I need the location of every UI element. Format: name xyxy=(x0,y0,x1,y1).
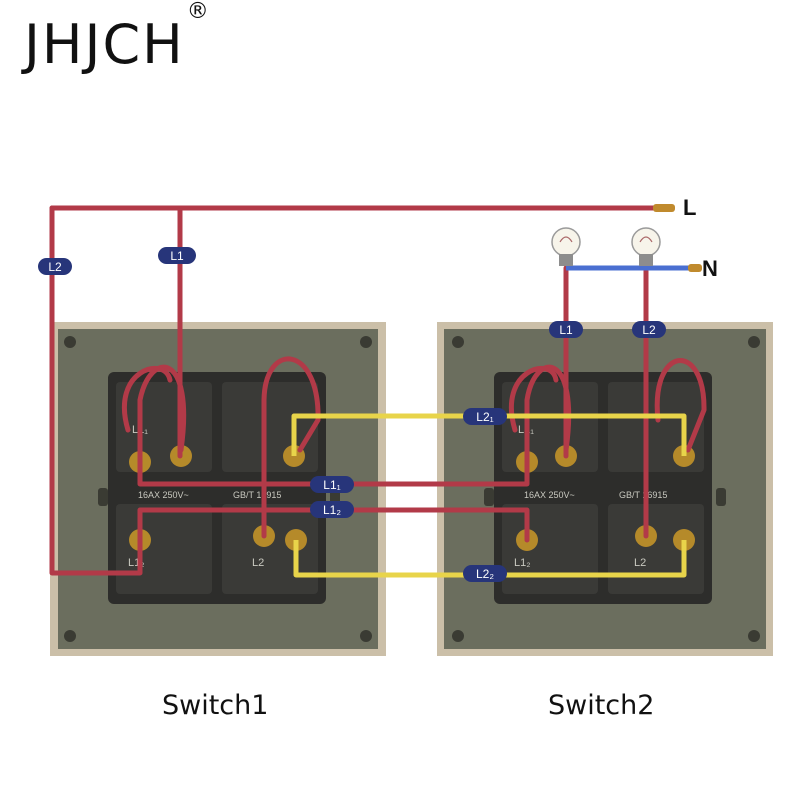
switch1-standard: GB/T 16915 xyxy=(233,490,281,500)
screw-hole xyxy=(64,336,76,348)
switch1-caption: Switch1 xyxy=(162,690,269,721)
screw-hole xyxy=(360,336,372,348)
switch2-cell xyxy=(608,504,704,594)
tag-lamp1: L1 xyxy=(549,321,583,338)
switch2-rating: 16AX 250V~ xyxy=(524,490,575,500)
screw-hole xyxy=(452,630,464,642)
switch2-label-l2: L2 xyxy=(634,557,646,569)
screw-hole xyxy=(452,336,464,348)
svg-text:L2₁: L2₁ xyxy=(476,410,493,424)
jumper-loop-switch1-b xyxy=(121,365,173,433)
tag-l1-feed: L1 xyxy=(158,247,196,264)
lamp2-icon xyxy=(631,227,661,266)
svg-text:L1₂: L1₂ xyxy=(323,503,341,517)
svg-text:L1₁: L1₁ xyxy=(323,478,340,492)
switch2-label-l12: L1₂ xyxy=(514,557,531,569)
svg-text:L2₂: L2₂ xyxy=(476,567,494,581)
wire-l2-feed xyxy=(49,205,143,576)
brand-logo: JHJCH® xyxy=(24,1,211,72)
lamp1-icon xyxy=(551,227,581,266)
mount-slot xyxy=(98,488,108,506)
tag-l11: L1₁ xyxy=(310,476,354,493)
neutral-terminal-label: N xyxy=(702,256,718,281)
jumper-loop-switch2-b xyxy=(508,365,559,433)
screw-hole xyxy=(748,336,760,348)
tag-l21: L2₁ xyxy=(463,408,507,425)
tag-lamp2: L2 xyxy=(632,321,666,338)
svg-text:L2: L2 xyxy=(48,260,62,274)
jumper-loop-switch2-c xyxy=(654,358,707,453)
tag-l22: L2₂ xyxy=(463,565,507,582)
switch2-standard: GB/T 16915 xyxy=(619,490,667,500)
tag-l12: L1₂ xyxy=(310,501,354,518)
line-terminal-label: L xyxy=(683,195,696,220)
svg-text:L2: L2 xyxy=(642,323,656,337)
jumper-loop-switch1-a xyxy=(137,364,187,465)
registered-mark: ® xyxy=(186,0,211,24)
switch2-plate: L1₁ 16AX 250V~ GB/T 16915 L1₂ L2 xyxy=(437,322,773,656)
screw-hole xyxy=(748,630,760,642)
line-wire-end xyxy=(653,204,675,212)
screw-hole xyxy=(64,630,76,642)
switch1-rating: 16AX 250V~ xyxy=(138,490,189,500)
jumper-loop-switch1-c xyxy=(261,356,321,539)
switch1-label-l2: L2 xyxy=(252,557,264,569)
brand-name: JHJCH xyxy=(24,13,185,76)
mount-slot xyxy=(484,488,494,506)
switch2-caption: Switch2 xyxy=(548,690,655,721)
mount-slot xyxy=(716,488,726,506)
switch2-cell xyxy=(502,504,598,594)
switch1-cell xyxy=(116,504,212,594)
switch1-cell xyxy=(222,504,318,594)
screw-hole xyxy=(360,630,372,642)
svg-text:L1: L1 xyxy=(559,323,573,337)
svg-text:L1: L1 xyxy=(170,249,184,263)
neutral-wire-end xyxy=(688,264,702,272)
tag-l2-feed: L2 xyxy=(38,258,72,275)
